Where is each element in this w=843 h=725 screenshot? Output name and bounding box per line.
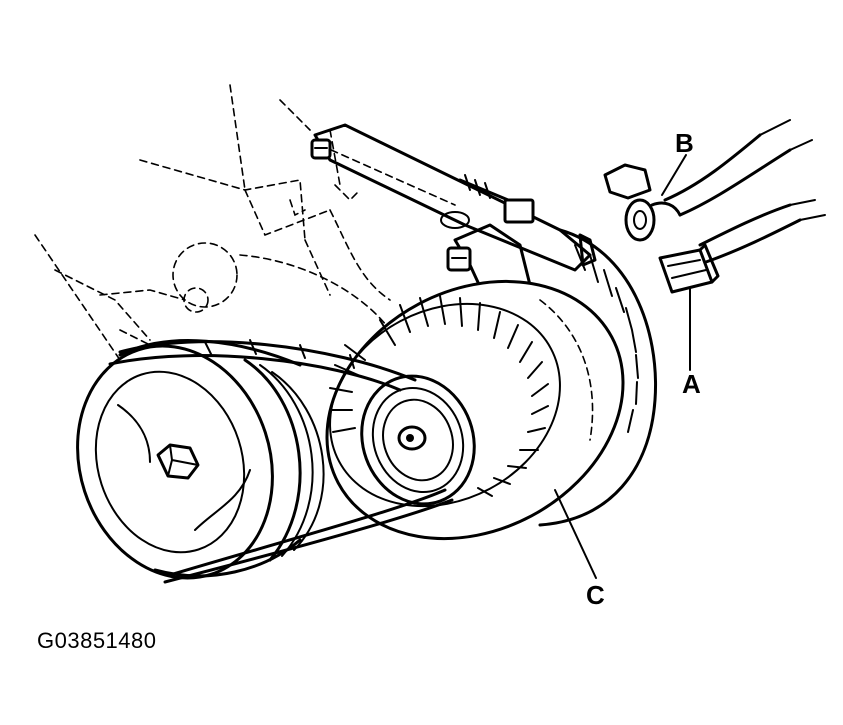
drive-belt xyxy=(108,339,454,584)
crankshaft-pulley xyxy=(76,339,325,580)
connector-a xyxy=(658,243,720,294)
tension-bolt xyxy=(458,174,535,224)
figure-code: G03851480 xyxy=(37,628,157,653)
callout-b: B xyxy=(675,128,694,158)
engine-block-outline xyxy=(34,84,391,361)
callout-a: A xyxy=(682,369,701,399)
bracket-bolt-top xyxy=(310,138,332,160)
terminal-b xyxy=(603,163,682,242)
callout-c: C xyxy=(586,580,605,610)
wire-harness xyxy=(663,119,826,264)
leader-lines xyxy=(554,154,691,579)
alternator-pulley xyxy=(360,374,476,506)
